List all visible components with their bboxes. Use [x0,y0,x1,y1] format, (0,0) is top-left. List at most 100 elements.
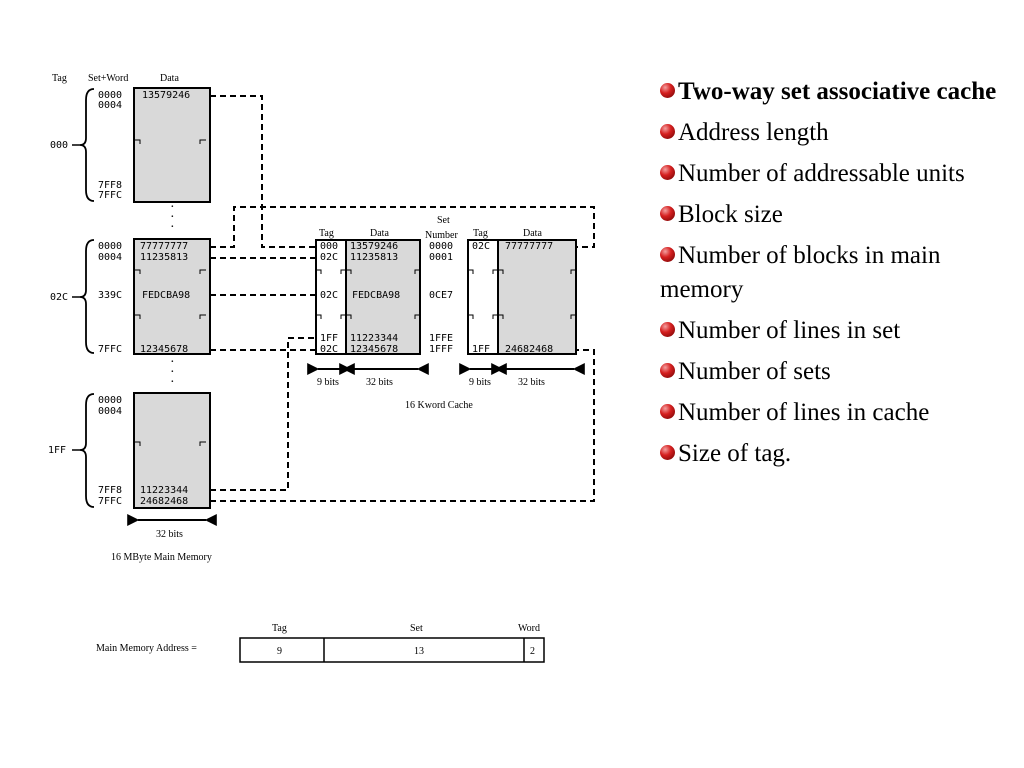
mm-addr: 0004 [98,252,122,263]
mm-addr: 0000 [98,395,122,406]
cache-set-number: 1FFE [429,333,453,344]
cache-data: 13579246 [350,241,398,252]
main-memory: Tag Set+Word Data 0000 0004 13579246 7FF… [48,73,217,563]
break-mark-icon [134,269,206,319]
cache-set-number: 1FFF [429,344,453,355]
cache-tag: 000 [320,241,338,252]
mm-addr: 0004 [98,100,122,111]
bullet-item: Block size [660,198,1000,232]
mm-block-000: 0000 0004 13579246 7FF8 7FFC 000 [50,87,211,203]
bullet-item: Number of addressable units [660,157,1000,191]
cache-tag: 02C [320,344,338,355]
mm-data-word: 77777777 [140,241,188,252]
bullet-item: Size of tag. [660,437,1000,471]
svg-text:·: · [170,375,175,390]
cache-data: 12345678 [350,344,398,355]
brace-icon [79,393,95,508]
red-sphere-bullet-icon [660,247,675,262]
ellipsis: · [170,200,175,215]
cache-header-data: Data [370,228,389,239]
brace-icon [79,88,95,202]
break-mark-icon [134,139,206,144]
red-sphere-bullet-icon [660,165,675,180]
mm-header-setword: Set+Word [88,73,128,84]
mm-width-label: 32 bits [156,529,183,540]
mm-addr: 0000 [98,90,122,101]
addr-field-name-set: Set [410,623,423,634]
addr-field-set: 13 [414,646,424,657]
cache-set-number: 0CE7 [429,290,453,301]
red-sphere-bullet-icon [660,206,675,221]
address-format: Tag Set Word Main Memory Address = 9 13 … [96,623,545,663]
cache-header-tag2: Tag [473,228,488,239]
mm-caption: 16 MByte Main Memory [111,552,212,563]
cache-caption: 16 Kword Cache [405,400,473,411]
mm-data-word: FEDCBA98 [142,290,190,301]
cache-data-bits: 32 bits [518,377,545,388]
cache-set-number: 0001 [429,252,453,263]
red-sphere-bullet-icon [660,363,675,378]
cache-tag: 02C [472,241,490,252]
red-sphere-bullet-icon [660,83,675,98]
mm-data-word: 13579246 [142,90,190,101]
mm-addr: 7FFC [98,496,122,507]
cache-header-number: Number [425,230,458,241]
svg-text:·: · [170,355,175,370]
mm-data-word: 12345678 [140,344,188,355]
addr-field-word: 2 [530,646,535,657]
cache-data: 11223344 [350,333,398,344]
break-mark-icon [316,269,576,319]
cache-data: FEDCBA98 [352,290,400,301]
addr-field-name-tag: Tag [272,623,287,634]
bullet-item: Number of lines in set [660,314,1000,348]
mm-block-tag: 02C [50,292,68,303]
addr-field-tag: 9 [277,646,282,657]
mm-addr: 7FFC [98,190,122,201]
red-sphere-bullet-icon [660,404,675,419]
bullet-item: Number of lines in cache [660,396,1000,430]
addr-field-name-word: Word [518,623,540,634]
two-way-set-associative-mapping-diagram: Tag Set+Word Data 0000 0004 13579246 7FF… [48,73,595,663]
mm-addr: 339C [98,290,122,301]
mm-addr: 7FFC [98,344,122,355]
mm-block-02c: 0000 0004 77777777 11235813 339C FEDCBA9… [50,238,211,355]
cache: Tag Data Set Number Tag Data 000 1357924… [307,215,585,411]
bullet-list: Two-way set associative cache Address le… [660,75,1000,478]
red-sphere-bullet-icon [660,445,675,460]
mm-addr: 0000 [98,241,122,252]
cache-tag: 1FF [472,344,490,355]
mm-addr: 7FF8 [98,485,122,496]
mm-block-tag: 1FF [48,445,66,456]
cache-tag-bits: 9 bits [317,377,339,388]
cache-data: 77777777 [505,241,553,252]
break-mark-icon [134,441,206,446]
mm-data-word: 11235813 [140,252,188,263]
red-sphere-bullet-icon [660,322,675,337]
bullet-item: Two-way set associative cache [660,75,1000,109]
red-sphere-bullet-icon [660,124,675,139]
cache-tag-bits: 9 bits [469,377,491,388]
bullet-item: Address length [660,116,1000,150]
mm-addr: 0004 [98,406,122,417]
address-label: Main Memory Address = [96,643,197,654]
mm-data-word: 24682468 [140,496,188,507]
cache-data: 11235813 [350,252,398,263]
cache-header-set: Set [437,215,450,226]
cache-data: 24682468 [505,344,553,355]
svg-text:·: · [170,365,175,380]
bullet-item: Number of blocks in main memory [660,242,941,303]
bullet-item: Number of sets [660,355,1000,389]
mapping-connectors [210,95,595,502]
mm-block-1ff: 0000 0004 7FF8 7FFC 11223344 24682468 1F… [48,392,211,509]
cache-set-number: 0000 [429,241,453,252]
cache-tag: 02C [320,290,338,301]
cache-data-bits: 32 bits [366,377,393,388]
cache-tag: 02C [320,252,338,263]
mm-header-tag: Tag [52,73,67,84]
mm-data-word: 11223344 [140,485,188,496]
cache-header-tag: Tag [319,228,334,239]
cache-tag: 1FF [320,333,338,344]
cache-header-data2: Data [523,228,542,239]
mm-header-data: Data [160,73,179,84]
mm-block-tag: 000 [50,140,68,151]
